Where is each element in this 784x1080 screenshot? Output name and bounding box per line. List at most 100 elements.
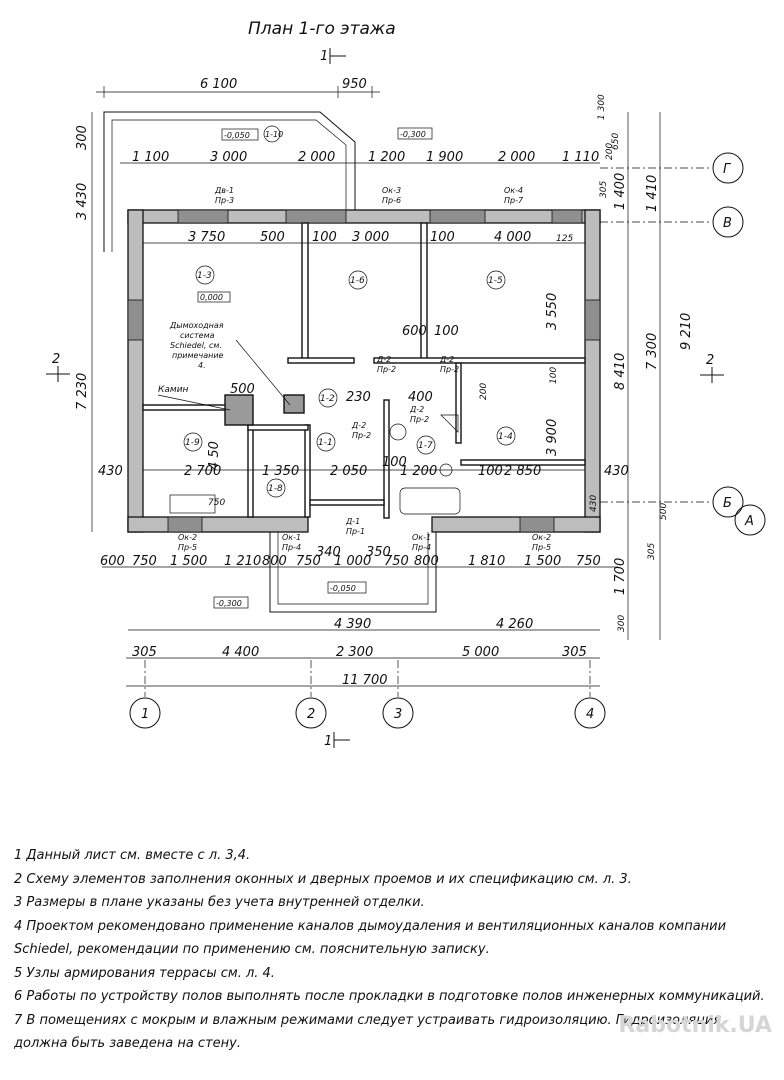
terrace-top: -0,050 1-10 -0,300 xyxy=(103,111,433,252)
bottom-dim-800b: 800 xyxy=(414,554,439,569)
note-7: 7 В помещениях с мокрым и влажным режима… xyxy=(14,1012,722,1052)
bottom-dim-4390: 4 390 xyxy=(334,617,371,632)
opening-dv1: Дв-1 xyxy=(214,186,234,195)
right-dim-1700: 1 700 xyxy=(613,558,628,595)
note-5: 5 Узлы армирования террасы см. л. 4. xyxy=(14,965,275,981)
room-id-1-7: 1-7 xyxy=(418,441,433,451)
room-dim-2050: 2 050 xyxy=(330,464,367,479)
room-id-1-2: 1-2 xyxy=(320,394,335,404)
top-dim-1200: 1 200 xyxy=(368,150,405,165)
number-axes: 1 2 3 4 xyxy=(129,660,606,729)
interior-walls xyxy=(142,222,586,519)
right-dim-7300: 7 300 xyxy=(645,333,660,370)
opening-d1-pr: Пр-1 xyxy=(346,527,365,536)
room-id-1-5: 1-5 xyxy=(488,276,503,286)
note-1: 1 Данный лист см. вместе с л. 3,4. xyxy=(14,848,251,863)
opening-ok1-left-pr: Пр-4 xyxy=(282,543,301,552)
side-mark-left: 2 xyxy=(52,352,60,367)
opening-ok2-left-pr: Пр-5 xyxy=(178,543,197,552)
fireplace-label: Камин xyxy=(158,385,189,395)
left-dim-300: 300 xyxy=(75,125,90,150)
axis-label-a: А xyxy=(744,514,754,529)
room-dim-450: 4 50 xyxy=(207,441,222,470)
level-mark-left-bottom: -0,300 xyxy=(216,599,242,608)
room-dim-4000: 4 000 xyxy=(494,230,531,245)
chimney-callout: Дымоходная система Schiedel, см. примеча… xyxy=(157,321,291,411)
top-dim-1110: 1 110 xyxy=(562,150,599,165)
room-dim-1350: 1 350 xyxy=(262,464,299,479)
opening-labels: Дв-1 Пр-3 Ок-3 Пр-6 Ок-4 Пр-7 Д-2 Пр-2 Д… xyxy=(178,186,551,552)
section-mark-top: 1 xyxy=(320,48,346,64)
opening-ok2-left: Ок-2 xyxy=(178,533,197,542)
bottom-dimensions: 600 750 1 500 1 210 800 750 1 000 750 80… xyxy=(100,554,618,688)
opening-ok1-left: Ок-1 xyxy=(282,533,301,542)
top-dimension-lines: 6 100 950 1 100 3 000 2 000 1 200 1 900 … xyxy=(96,77,621,165)
right-dimensions: 1 400 1 410 305 9 210 8 410 7 300 430 30… xyxy=(589,112,724,640)
right-dim-8410: 8 410 xyxy=(613,353,628,390)
bottom-dim-305a: 305 xyxy=(132,645,157,660)
room-dimensions: 3 750 500 100 3 000 100 4 000 125 600 10… xyxy=(98,230,629,560)
left-dim-3430: 3 430 xyxy=(75,183,90,220)
top-dim-2000a: 2 000 xyxy=(298,150,335,165)
top-dim-1100: 1 100 xyxy=(132,150,169,165)
top-dim-1300: 1 300 xyxy=(597,94,607,120)
room-dim-125: 125 xyxy=(556,234,573,244)
chimney-label-5: 4. xyxy=(198,361,206,370)
bottom-dim-750c: 750 xyxy=(384,554,409,569)
room-dim-100a: 100 xyxy=(312,230,337,245)
opening-ok1-right: Ок-1 xyxy=(412,533,431,542)
chimney-label-1: Дымоходная xyxy=(169,321,224,330)
opening-ok4-pr: Пр-7 xyxy=(504,196,524,205)
right-dim-430: 430 xyxy=(589,495,599,512)
top-dim-3000: 3 000 xyxy=(210,150,247,165)
opening-ok2-right: Ок-2 xyxy=(532,533,551,542)
opening-d2-a-pr: Пр-2 xyxy=(377,365,396,374)
letter-axes: Г В Б А xyxy=(600,152,766,536)
room-dim-340: 340 xyxy=(316,545,341,560)
axis-label-v: В xyxy=(723,216,732,231)
bottom-dim-1500b: 1 500 xyxy=(524,554,561,569)
room-dim-500b: 500 xyxy=(230,382,255,397)
bottom-dim-1210: 1 210 xyxy=(224,554,261,569)
room-dim-100f: 100 xyxy=(478,464,503,479)
room-id-1-4: 1-4 xyxy=(498,432,513,442)
chimney-label-2: система xyxy=(180,331,215,340)
room-dim-100d: 100 xyxy=(549,367,559,384)
top-dim-200: 200 xyxy=(605,143,615,160)
opening-dv1-pr: Пр-3 xyxy=(215,196,234,205)
terrace-id: 1-10 xyxy=(265,130,283,139)
room-dim-430-left: 430 xyxy=(98,464,123,479)
note-3: 3 Размеры в плане указаны без учета внут… xyxy=(14,895,425,910)
axis-label-b: Б xyxy=(723,496,732,511)
bottom-dim-1000: 1 000 xyxy=(334,554,371,569)
bottom-dim-600: 600 xyxy=(100,554,125,569)
room-dim-3000: 3 000 xyxy=(352,230,389,245)
room-dim-3550: 3 550 xyxy=(545,293,560,330)
opening-d1: Д-1 xyxy=(345,517,360,526)
bottom-dim-750b: 750 xyxy=(296,554,321,569)
room-dim-600: 600 xyxy=(402,324,427,339)
opening-d2-c-pr: Пр-2 xyxy=(352,431,371,440)
room-id-1-6: 1-6 xyxy=(350,276,365,286)
opening-ok4: Ок-4 xyxy=(504,186,523,195)
opening-ok3-pr: Пр-6 xyxy=(382,196,401,205)
top-dim-6100: 6 100 xyxy=(200,77,237,92)
note-6: 6 Работы по устройству полов выполнять п… xyxy=(14,989,765,1004)
opening-d2-c: Д-2 xyxy=(351,421,366,430)
floor-level-mark: 0,000 xyxy=(200,293,223,302)
room-id-1-1: 1-1 xyxy=(318,438,333,448)
axis-label-3: 3 xyxy=(394,707,402,722)
section-mark-bottom: 1 xyxy=(324,732,350,749)
top-dim-1900: 1 900 xyxy=(426,150,463,165)
bottom-dim-4260: 4 260 xyxy=(496,617,533,632)
bottom-dim-305b: 305 xyxy=(562,645,587,660)
bottom-dim-750d: 750 xyxy=(576,554,601,569)
fixtures xyxy=(169,414,461,515)
exterior-walls xyxy=(127,209,601,533)
room-dim-1200: 1 200 xyxy=(400,464,437,479)
bottom-dim-1810: 1 810 xyxy=(468,554,505,569)
axis-label-2: 2 xyxy=(307,707,315,722)
room-dim-100c: 100 xyxy=(434,324,459,339)
bottom-dim-2300: 2 300 xyxy=(336,645,373,660)
right-dim-500: 500 xyxy=(659,503,669,520)
